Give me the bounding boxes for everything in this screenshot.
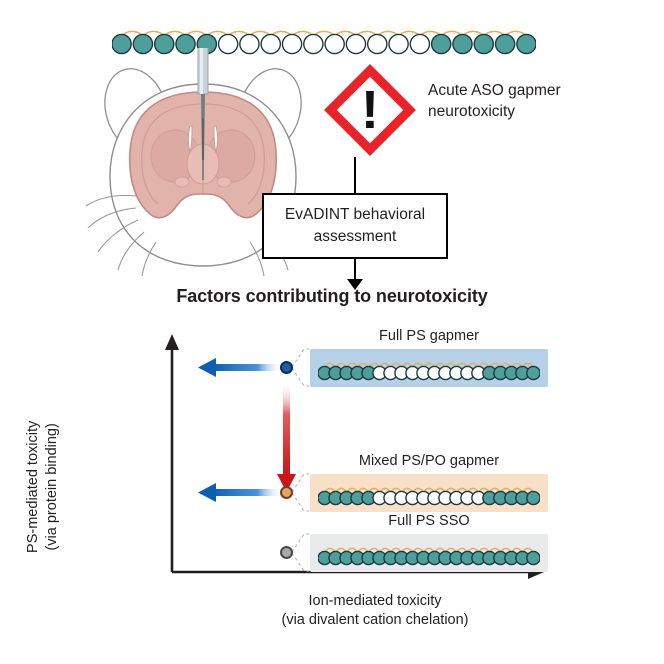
aso-gap-nucleotide <box>366 33 388 55</box>
x-axis-label-main: Ion-mediated toxicity <box>308 593 442 609</box>
evadint-line1: EvADINT behavioral <box>284 206 426 224</box>
arrow-reduce-ion-toxicity-middle <box>198 483 282 502</box>
chart-axes <box>165 334 544 579</box>
aso-gap-nucleotide <box>239 33 260 55</box>
aso-wing-nucleotide <box>526 490 541 506</box>
x-axis-label: Ion-mediated toxicity (via divalent cati… <box>185 592 565 630</box>
connector-assessment-to-title-vertical <box>354 259 356 281</box>
mouse-svg <box>85 7 321 277</box>
hazard-label-line1: Acute ASO gapmer <box>428 82 561 99</box>
strand-svg-2 <box>317 547 541 566</box>
band-title-mixed-ps-po-gapmer: Mixed PS/PO gapmer <box>358 453 500 469</box>
top-aso-svg <box>111 30 537 55</box>
strand-full-ps-gapmer <box>317 354 541 382</box>
data-point-full-ps-gapmer[interactable] <box>280 361 293 374</box>
hazard-diamond <box>324 64 416 156</box>
aso-wing-nucleotide <box>452 33 473 55</box>
aso-gap-nucleotide <box>281 33 303 55</box>
aso-wing-nucleotide <box>526 365 541 381</box>
aso-nucleotide-beads <box>317 365 541 381</box>
connector-arrowhead-down <box>347 279 363 290</box>
evadint-assessment-box: EvADINT behavioral assessment <box>262 193 448 259</box>
mouse-head-with-brain-section <box>78 7 328 280</box>
exclamation-hazard-icon: ! <box>322 62 418 158</box>
aso-wing-nucleotide <box>132 33 154 55</box>
aso-wing-nucleotide <box>494 33 516 55</box>
aso-wing-nucleotide <box>153 33 175 55</box>
aso-nucleotide-beads <box>317 550 541 566</box>
arrow-reduce-ps-toxicity <box>277 382 296 492</box>
leader-line-sso-bottom <box>291 552 310 572</box>
strand-svg-1 <box>317 487 541 506</box>
aso-wing-nucleotide <box>473 33 495 55</box>
aso-wing-nucleotide <box>526 550 541 566</box>
aso-nucleotide-beads <box>111 33 537 55</box>
leader-line-mixed-top <box>291 473 310 493</box>
aso-gap-nucleotide <box>303 33 324 55</box>
leader-line-mixed-bottom <box>291 492 310 512</box>
chart-leader-lines <box>291 348 310 572</box>
hazard-svg: ! <box>324 64 416 156</box>
aso-gap-nucleotide <box>260 33 282 55</box>
aso-wing-nucleotide <box>111 33 132 55</box>
data-point-mixed-ps-po-gapmer[interactable] <box>280 486 293 499</box>
strand-svg-0 <box>317 362 541 381</box>
x-axis-label-sub: (via divalent cation chelation) <box>281 611 469 628</box>
aso-wing-nucleotide <box>175 33 196 55</box>
hazard-exclamation-glyph: ! <box>361 80 379 140</box>
leader-line-full-ps-gapmer-bottom <box>291 367 310 387</box>
aso-nucleotide-beads <box>317 490 541 506</box>
band-title-full-ps-gapmer: Full PS gapmer <box>379 328 479 344</box>
y-axis-arrowhead <box>165 334 179 350</box>
chart-annotation-arrows <box>198 358 296 502</box>
connector-hazard-to-assessment-vertical <box>354 157 356 193</box>
leader-line-sso-top <box>291 533 310 553</box>
top-aso-strand-diagram <box>111 22 537 56</box>
arrow-reduce-ion-toxicity-top <box>198 358 282 377</box>
toxicity-scatter-chart: PS-mediated toxicity (via protein bindin… <box>0 320 664 664</box>
page-title: Factors contributing to neurotoxicity <box>176 286 488 306</box>
aso-wing-nucleotide <box>516 33 537 55</box>
strand-mixed-ps-po-gapmer <box>317 479 541 507</box>
hazard-label: Acute ASO gapmer neurotoxicity <box>428 80 618 123</box>
aso-gap-nucleotide <box>388 33 409 55</box>
aso-gap-nucleotide <box>324 33 345 55</box>
evadint-line2: assessment <box>313 228 397 245</box>
strand-full-ps-sso <box>317 539 541 567</box>
data-point-full-ps-sso[interactable] <box>280 546 293 559</box>
aso-gap-nucleotide <box>345 33 367 55</box>
aso-gap-nucleotide <box>217 33 239 55</box>
leader-line-full-ps-gapmer-top <box>291 348 310 368</box>
aso-wing-nucleotide <box>430 33 452 55</box>
band-title-full-ps-sso: Full PS SSO <box>388 513 470 529</box>
hazard-label-line2: neurotoxicity <box>428 103 516 121</box>
aso-gap-nucleotide <box>409 33 431 55</box>
